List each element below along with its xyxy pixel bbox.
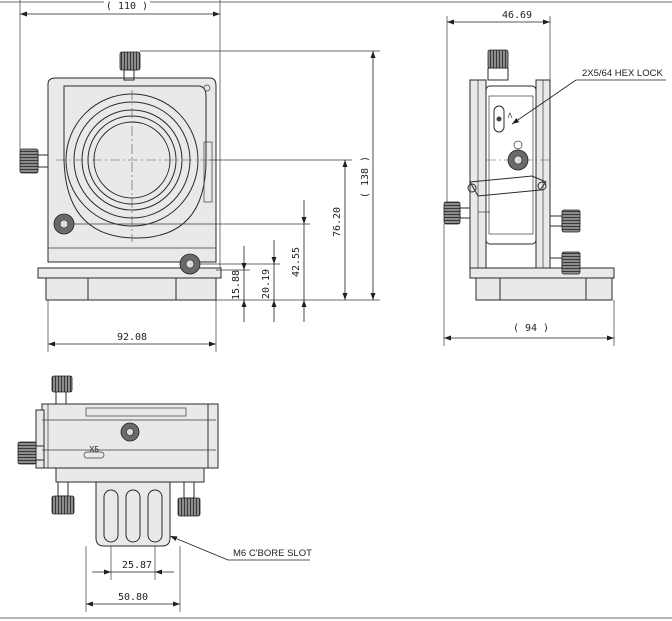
dim-base-depth: ( 94 ) xyxy=(513,323,549,334)
dim-15: 15.88 xyxy=(231,270,242,300)
front-base-block xyxy=(45,277,217,301)
bottom-top-adjuster-knob xyxy=(51,375,73,393)
dim-height-overall: ( 138 ) xyxy=(360,156,371,198)
callout-cbore-slot: M6 C'BORE SLOT xyxy=(233,548,312,559)
dim-slot-span: 50.80 xyxy=(118,592,148,603)
bottom-view: X5 25.87 50.80 M6 C'BORE xyxy=(17,375,312,612)
dim-42: 42.55 xyxy=(291,247,302,277)
bottom-lower-left-knob xyxy=(51,495,75,515)
side-optic-cell xyxy=(485,85,537,245)
bottom-left-adjuster-knob xyxy=(17,441,37,465)
side-top-adjuster-knob xyxy=(487,49,509,69)
side-right-adjuster-knob-upper xyxy=(561,209,581,233)
dim-20: 20.19 xyxy=(261,269,272,299)
engraved-mark: X5 xyxy=(89,445,99,454)
front-view: ( 110 ) 92.08 ( 138 ) 76.20 42.55 20.19 xyxy=(19,0,380,352)
cbore-slot-1 xyxy=(103,489,119,543)
cbore-slot-3 xyxy=(147,489,163,543)
front-top-adjuster-knob xyxy=(119,51,141,71)
callout-leader-cbore-slot xyxy=(169,535,229,561)
side-base-plate xyxy=(469,267,615,279)
side-right-adjuster-knob-lower xyxy=(561,251,581,275)
callout-hex-lock: 2X5/64 HEX LOCK xyxy=(582,68,663,79)
dim-center-height: 76.20 xyxy=(332,207,343,237)
dim-slot-pitch: 25.87 xyxy=(122,560,152,571)
bottom-lower-right-knob xyxy=(177,497,201,517)
dim-base-width: 92.08 xyxy=(117,332,147,343)
side-view: 46.69 ( 94 ) 2X5/64 HEX LOCK xyxy=(443,10,666,346)
front-left-adjuster-knob xyxy=(19,148,39,174)
cbore-slot-2 xyxy=(125,489,141,543)
dim-width-overall: ( 110 ) xyxy=(106,1,148,12)
bottom-base-slotted xyxy=(95,481,171,547)
dim-thickness: 46.69 xyxy=(502,10,532,21)
callout-leader-hex-lock xyxy=(511,79,577,125)
side-left-adjuster-knob xyxy=(443,201,461,225)
side-lever-arm xyxy=(469,175,547,197)
